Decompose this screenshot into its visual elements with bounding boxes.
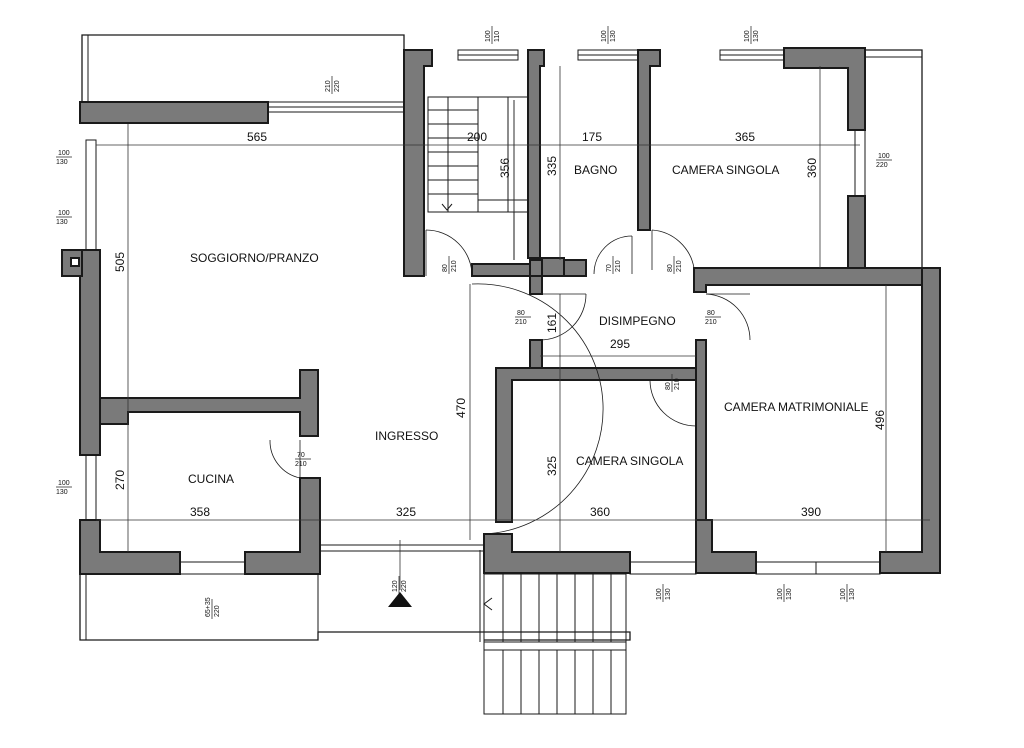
room-label-ingresso: INGRESSO bbox=[375, 429, 438, 443]
opening-label: 100 bbox=[601, 30, 608, 42]
opening-label: 100 bbox=[58, 150, 70, 157]
opening-label: 100 bbox=[58, 210, 70, 217]
opening-label: 220 bbox=[334, 80, 341, 92]
room-label-camera-matrimoniale: CAMERA MATRIMONIALE bbox=[724, 400, 868, 414]
opening-label: 130 bbox=[665, 588, 672, 600]
opening-label: 70 bbox=[606, 264, 613, 272]
room-label-soggiorno: SOGGIORNO/PRANZO bbox=[190, 251, 319, 265]
opening-label: 120 bbox=[392, 580, 399, 592]
dim-label: 505 bbox=[113, 252, 127, 272]
dimension-lines bbox=[96, 66, 930, 552]
dim-label: 365 bbox=[735, 130, 755, 144]
room-label-bagno: BAGNO bbox=[574, 163, 617, 177]
opening-label: 220 bbox=[214, 605, 221, 617]
room-label-cucina: CUCINA bbox=[188, 472, 234, 486]
opening-label: 130 bbox=[786, 588, 793, 600]
opening-label: 100 bbox=[878, 153, 890, 160]
opening-label: 65+35 bbox=[205, 597, 212, 617]
opening-label: 100 bbox=[58, 480, 70, 487]
opening-label: 130 bbox=[849, 588, 856, 600]
opening-label: 210 bbox=[325, 80, 332, 92]
dim-label: 270 bbox=[113, 470, 127, 490]
opening-label: 110 bbox=[494, 31, 501, 42]
opening-label: 210 bbox=[676, 260, 683, 272]
dim-label: 161 bbox=[545, 313, 559, 333]
balcony-right bbox=[863, 49, 923, 268]
opening-label: 80 bbox=[665, 382, 672, 390]
dim-label: 325 bbox=[396, 505, 416, 519]
room-label-camera-singola-bottom: CAMERA SINGOLA bbox=[576, 454, 683, 468]
dim-label: 295 bbox=[610, 337, 630, 351]
dim-label: 360 bbox=[590, 505, 610, 519]
dimension-labels: 565 200 175 365 295 358 325 360 390 356 … bbox=[113, 130, 887, 519]
dim-label: 200 bbox=[467, 130, 487, 144]
opening-label: 210 bbox=[615, 260, 622, 272]
opening-label: 220 bbox=[401, 580, 408, 592]
external-stair bbox=[483, 573, 627, 715]
opening-label: 130 bbox=[56, 219, 68, 226]
opening-label: 100 bbox=[485, 30, 492, 42]
opening-label: 100 bbox=[840, 588, 847, 600]
room-label-camera-singola-top: CAMERA SINGOLA bbox=[672, 163, 779, 177]
room-labels: SOGGIORNO/PRANZO BAGNO CAMERA SINGOLA DI… bbox=[188, 163, 868, 486]
balcony-top-left bbox=[81, 34, 405, 103]
opening-label: 130 bbox=[610, 30, 617, 42]
opening-label: 210 bbox=[674, 378, 681, 390]
opening-label: 130 bbox=[56, 489, 68, 496]
windows bbox=[85, 49, 881, 575]
opening-label: 80 bbox=[667, 264, 674, 272]
dim-label: 335 bbox=[545, 156, 559, 176]
opening-label: 100 bbox=[777, 588, 784, 600]
opening-label: 210 bbox=[451, 260, 458, 272]
opening-label: 80 bbox=[707, 310, 715, 317]
dim-label: 360 bbox=[805, 158, 819, 178]
opening-label: 210 bbox=[705, 319, 717, 326]
entrance-arrow-icon bbox=[388, 592, 412, 607]
room-label-disimpegno: DISIMPEGNO bbox=[599, 314, 676, 328]
dim-label: 175 bbox=[582, 130, 602, 144]
opening-label: 210 bbox=[295, 461, 307, 468]
opening-label: 220 bbox=[876, 162, 888, 169]
opening-label: 100 bbox=[744, 30, 751, 42]
dim-label: 325 bbox=[545, 456, 559, 476]
opening-label: 130 bbox=[753, 30, 760, 42]
opening-label: 80 bbox=[442, 264, 449, 272]
dim-label: 358 bbox=[190, 505, 210, 519]
opening-label: 80 bbox=[517, 310, 525, 317]
opening-label: 70 bbox=[297, 452, 305, 459]
door-swings bbox=[269, 229, 751, 535]
opening-label: 210 bbox=[515, 319, 527, 326]
dim-label: 356 bbox=[498, 158, 512, 178]
dim-label: 565 bbox=[247, 130, 267, 144]
dim-label: 470 bbox=[454, 398, 468, 418]
internal-stair bbox=[427, 96, 529, 260]
opening-label: 100 bbox=[656, 588, 663, 600]
walls bbox=[61, 47, 941, 575]
dim-label: 390 bbox=[801, 505, 821, 519]
opening-label: 130 bbox=[56, 159, 68, 166]
dim-label: 496 bbox=[873, 410, 887, 430]
